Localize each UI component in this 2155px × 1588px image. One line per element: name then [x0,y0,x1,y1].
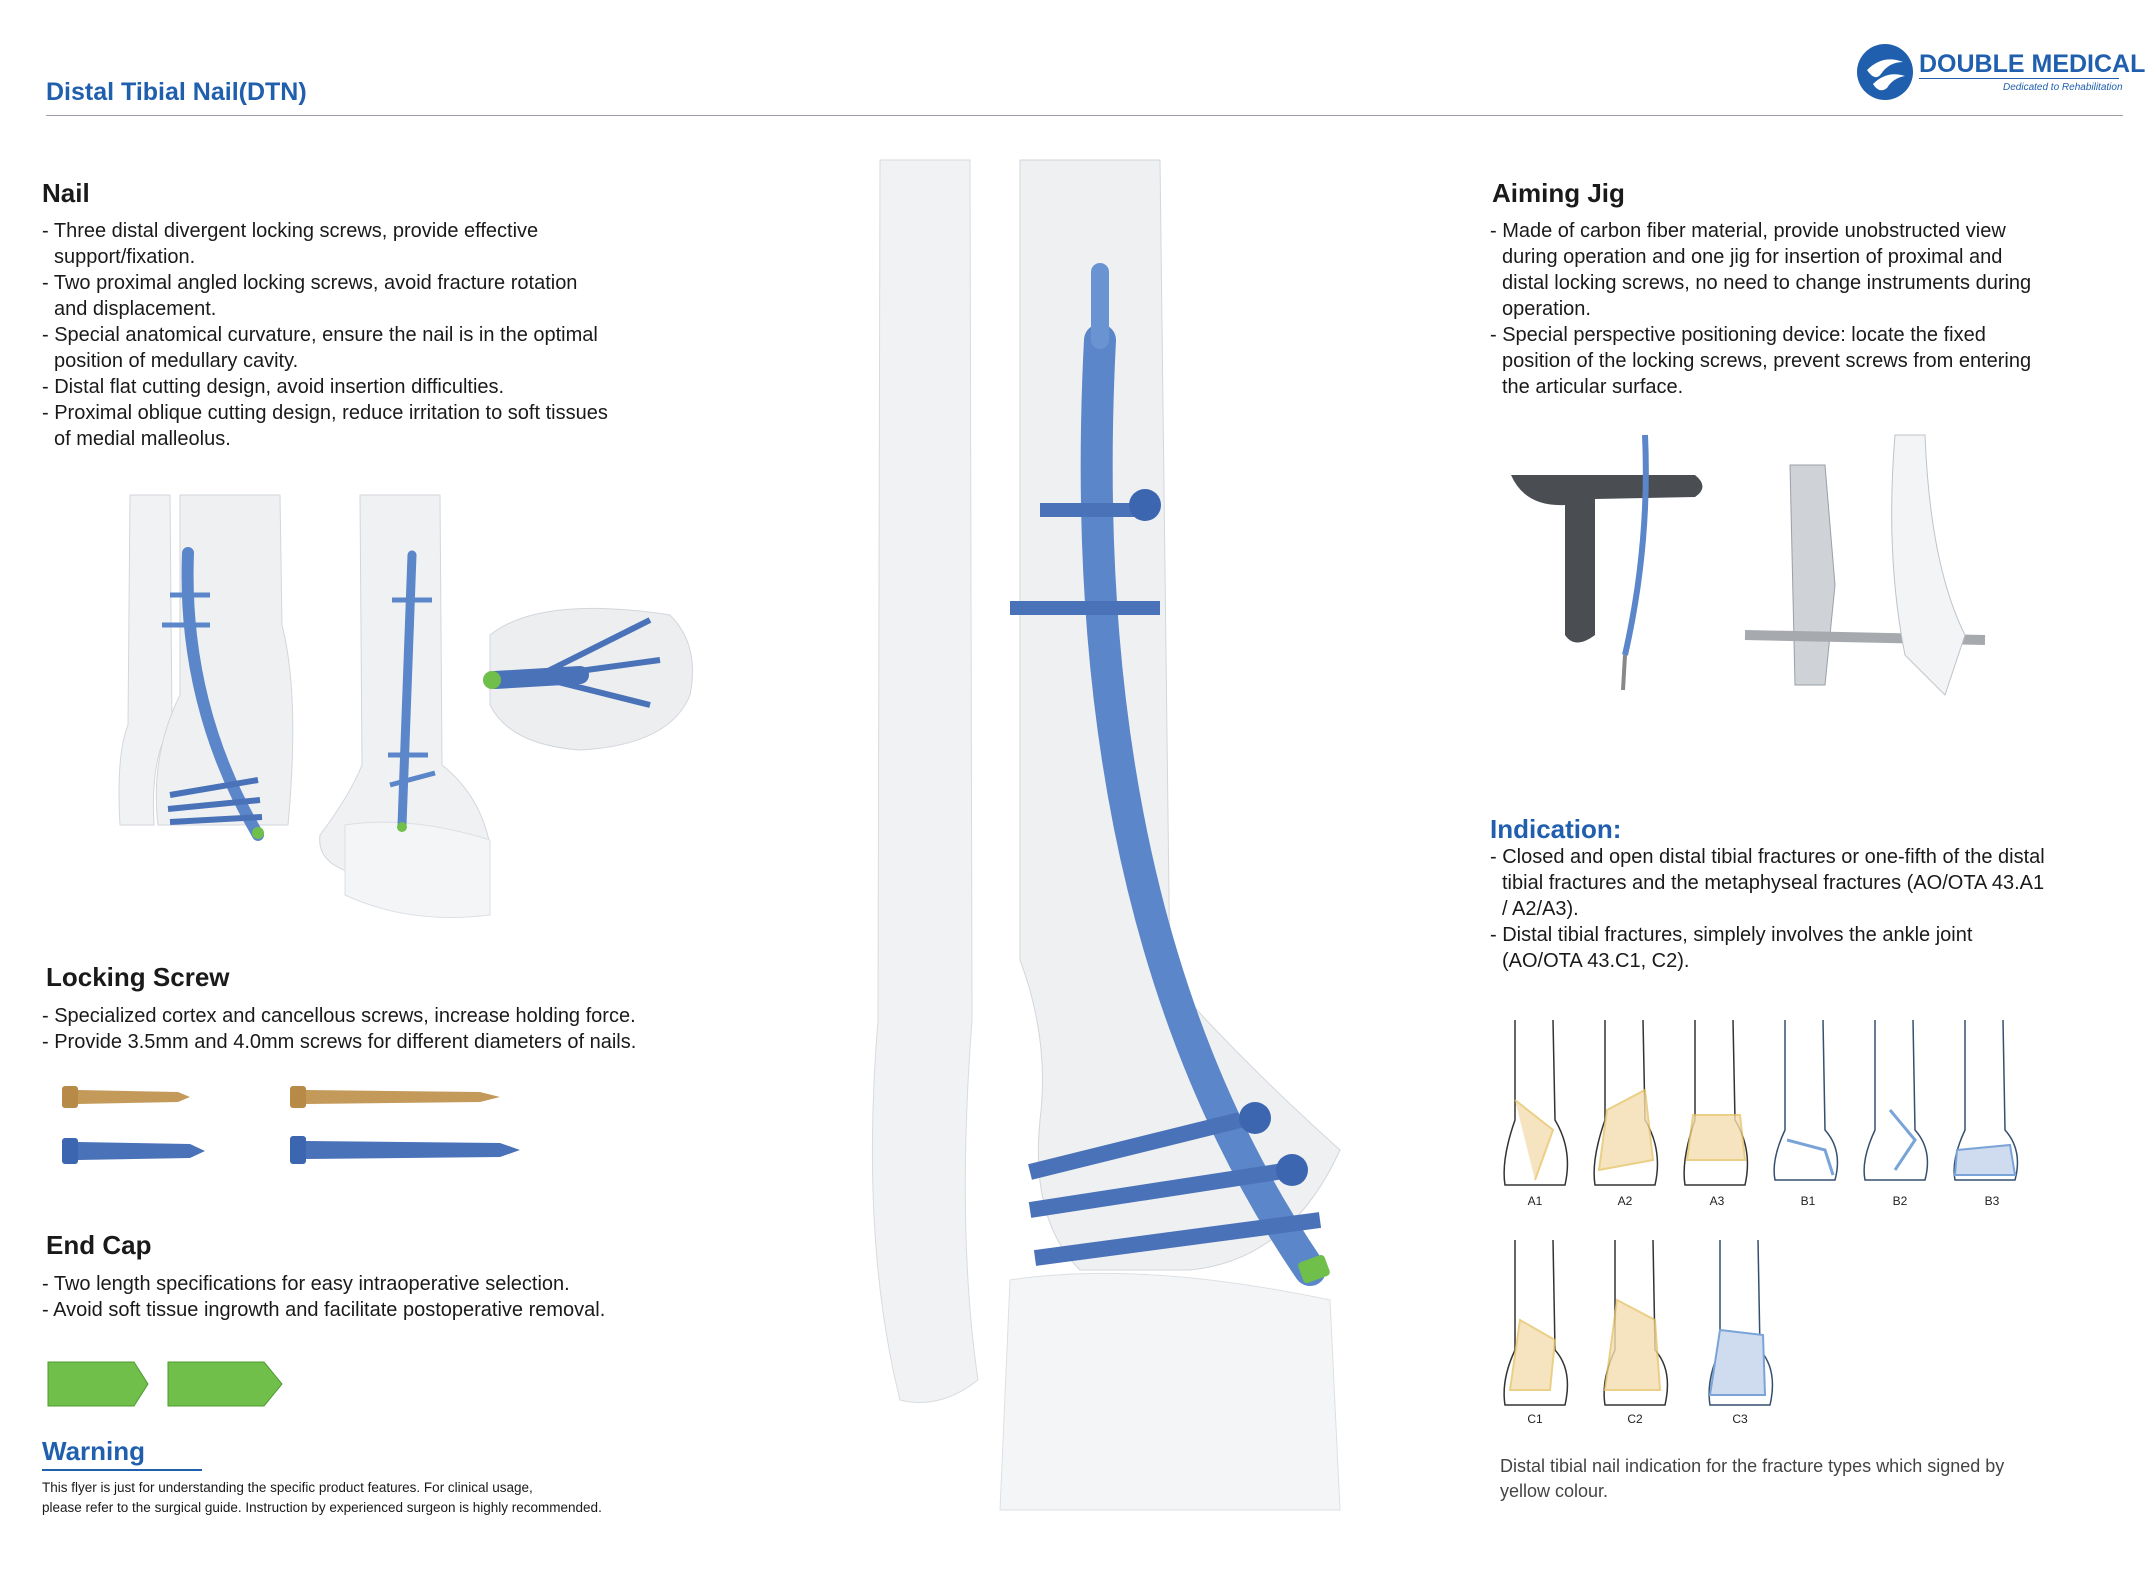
nail-bullets: Three distal divergent locking screws, p… [42,218,612,452]
brand-logo: DOUBLE MEDICAL Dedicated to Rehabilitati… [1855,40,2145,110]
fracture-label: C1 [1527,1412,1543,1426]
indication-bullet: Closed and open distal tibial fractures … [1490,844,2050,922]
fracture-label: B2 [1892,1194,1908,1208]
end-cap-bullets: Two length specifications for easy intra… [42,1271,722,1323]
aiming-jig-bullet: Made of carbon fiber material, provide u… [1490,218,2050,322]
indication-bullet: Distal tibial fractures, simplely involv… [1490,922,2050,974]
warning-line: This flyer is just for understanding the… [42,1480,533,1495]
end-cap-bullet: Two length specifications for easy intra… [42,1271,722,1297]
end-cap-image [1298,1255,1330,1283]
fracture-diagram-b1 [1773,1019,1839,1181]
brand-name: DOUBLE MEDICAL [1919,50,2146,78]
nail-bullet: Distal flat cutting design, avoid insert… [42,374,612,400]
brand-divider [1919,78,2119,79]
blue-short-screw-image [62,1138,205,1164]
aiming-jig-xray-image [1744,434,1986,696]
fracture-diagram-a1 [1503,1019,1569,1186]
gold-short-screw-image [62,1086,190,1108]
fracture-diagram-b2 [1863,1019,1929,1181]
fracture-diagram-c1 [1503,1239,1569,1406]
aiming-jig-bullets: Made of carbon fiber material, provide u… [1490,218,2050,400]
warning-underline [42,1469,202,1471]
fracture-diagram-c3 [1708,1239,1774,1406]
aiming-jig-heading: Aiming Jig [1492,178,1625,208]
fracture-label: A1 [1527,1194,1543,1208]
end-cap-heading: End Cap [46,1230,152,1260]
nail-bullet: Three distal divergent locking screws, p… [42,218,612,270]
fracture-diagram-c2 [1603,1239,1669,1406]
locking-screw-bullet: Specialized cortex and cancellous screws… [42,1003,722,1029]
nail-bullet: Proximal oblique cutting design, reduce … [42,400,612,452]
fracture-label: A3 [1709,1194,1725,1208]
indication-caption: Distal tibial nail indication for the fr… [1500,1456,2005,1501]
warning-text: This flyer is just for understanding the… [42,1478,682,1518]
locking-screw-heading: Locking Screw [46,962,230,992]
fracture-diagram-b3 [1953,1019,2019,1181]
end-cap-bullet: Avoid soft tissue ingrowth and facilitat… [42,1297,722,1323]
nail-bullet: Special anatomical curvature, ensure the… [42,322,612,374]
locking-screw-bullets: Specialized cortex and cancellous screws… [42,1003,722,1055]
aiming-jig-carbon-image [1511,434,1703,691]
proximal-screw-image [1010,489,1161,615]
locking-screw-images [62,1086,520,1164]
nail-heading: Nail [42,178,90,208]
end-cap-short-image [47,1361,149,1407]
fracture-label: B3 [1984,1194,2000,1208]
fibula-image [871,159,979,1403]
fracture-diagram-a2 [1593,1019,1659,1186]
center-implant-illustration [871,159,1341,1511]
fracture-diagram-a3 [1683,1019,1749,1186]
aiming-jig-bullet: Special perspective positioning device: … [1490,322,2050,400]
indication-bullets: Closed and open distal tibial fractures … [1490,844,2050,974]
end-cap-images [47,1361,283,1407]
page-title: Distal Tibial Nail(DTN) [46,78,307,106]
gold-long-screw-image [290,1086,500,1108]
nail-lateral-view-image [319,494,491,918]
fracture-label: B1 [1800,1194,1816,1208]
aiming-jig-images [1511,434,1986,696]
fracture-label: A2 [1617,1194,1633,1208]
indication-heading: Indication: [1490,814,1622,844]
tibia-image [999,159,1341,1511]
distal-screw-image [1028,1102,1322,1266]
brand-mark-icon [1857,44,1913,100]
fracture-label: C3 [1732,1412,1748,1426]
nail-bullet: Two proximal angled locking screws, avoi… [42,270,612,322]
end-cap-long-image [167,1361,283,1407]
fracture-label: C2 [1627,1412,1643,1426]
nail-ap-view-image [118,494,294,841]
locking-screw-bullet: Provide 3.5mm and 4.0mm screws for diffe… [42,1029,722,1055]
nail-illustrations [118,494,693,918]
warning-heading: Warning [42,1436,146,1466]
fracture-classification-diagrams [1503,1019,2019,1406]
blue-long-screw-image [290,1136,520,1164]
nail-axial-view-image [483,607,693,751]
brand-tagline: Dedicated to Rehabilitation [2003,82,2123,93]
warning-line: please refer to the surgical guide. Inst… [42,1500,602,1515]
header-divider [46,115,2123,116]
